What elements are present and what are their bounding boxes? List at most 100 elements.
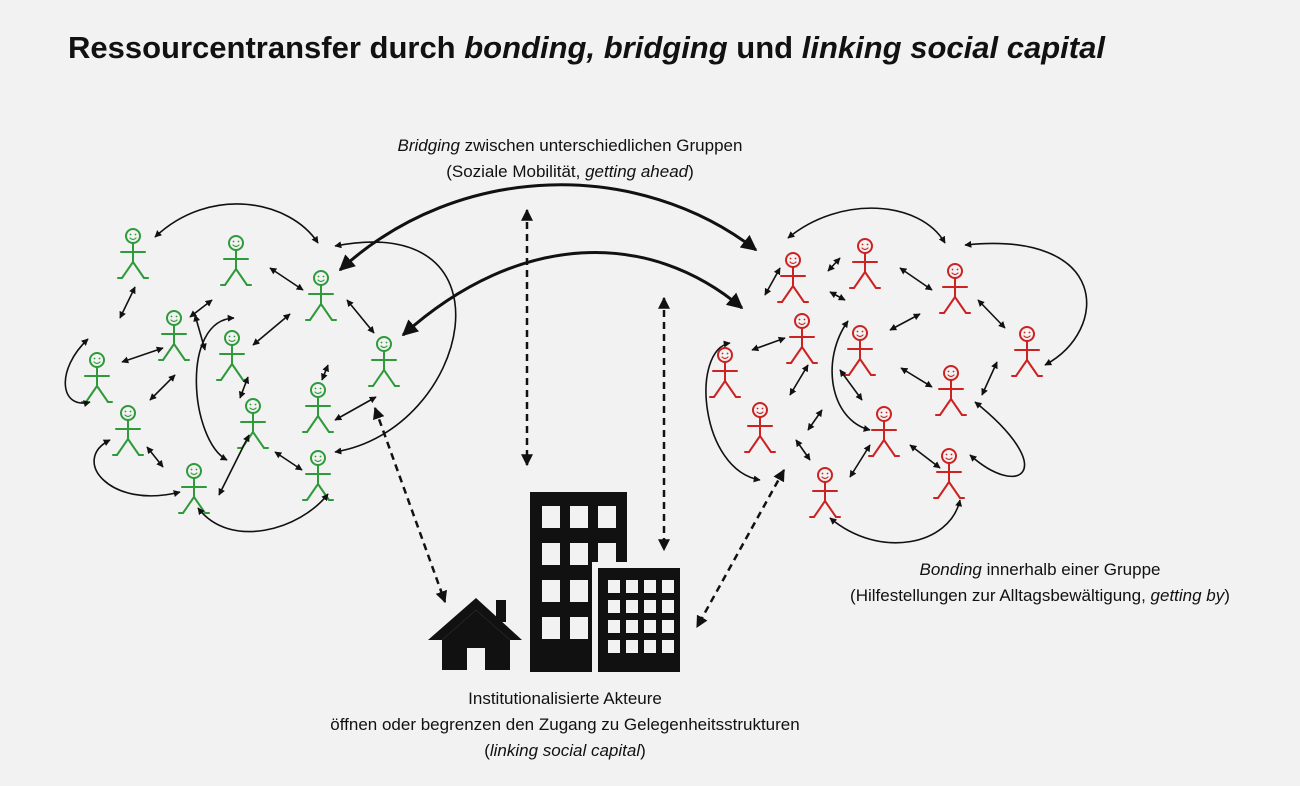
bonding-arrow (829, 499, 963, 544)
bonding-arrow (218, 434, 250, 496)
bonding-arrow (849, 444, 871, 478)
bonding-arrow (321, 364, 329, 381)
person-icon (844, 325, 876, 376)
bridging-arrow-middle (401, 251, 744, 337)
bonding-arrow (274, 451, 303, 471)
bridging-label-sub-italic: getting ahead (585, 162, 689, 181)
bonding-arrow (119, 286, 136, 319)
linking-label-paren-close: ) (640, 741, 646, 760)
bonding-arrow (977, 299, 1006, 329)
bridging-label-text: zwischen unterschiedlichen Gruppen (459, 136, 743, 155)
bonding-arrow (969, 401, 1026, 478)
title-bonding: bonding (464, 30, 587, 65)
person-icon (81, 352, 113, 403)
person-icon (786, 313, 818, 364)
bonding-arrow (154, 203, 319, 244)
bonding-arrow (900, 367, 933, 388)
person-icon (117, 228, 149, 279)
title-und: und (727, 30, 802, 65)
bonding-arrow (831, 320, 871, 432)
person-icon (158, 310, 190, 361)
person-icon (935, 365, 967, 416)
linking-label: Institutionalisierte Akteure öffnen oder… (200, 686, 930, 764)
bridging-arrows (338, 183, 758, 337)
title-bridging: bridging (603, 30, 728, 65)
bonding-label: Bonding innerhalb einer Gruppe (Hilfeste… (780, 557, 1300, 609)
title-linking: linking social capital (801, 30, 1105, 65)
person-icon (1011, 326, 1043, 377)
bonding-arrow (889, 313, 921, 331)
red-bonding-links (705, 207, 1088, 544)
person-icon (305, 270, 337, 321)
bonding-arrow (964, 240, 1088, 366)
bonding-arrow (189, 299, 213, 318)
bonding-arrow (705, 340, 761, 483)
bridging-arrow-top (338, 183, 758, 272)
bonding-arrow (193, 314, 207, 351)
green-group (81, 228, 400, 514)
bonding-arrow (238, 376, 250, 399)
linking-arrow-left (373, 406, 447, 604)
green-bonding-links (64, 203, 457, 533)
bonding-label-text: innerhalb einer Gruppe (981, 560, 1161, 579)
linking-label-line1: Institutionalisierte Akteure (468, 689, 662, 708)
person-icon (220, 235, 252, 286)
bonding-arrow (764, 267, 781, 296)
bridging-label: Bridging zwischen unterschiedlichen Grup… (330, 133, 810, 185)
house-icon (428, 598, 522, 670)
person-icon (777, 252, 809, 303)
bridging-label-italic: Bridging (397, 136, 460, 155)
bonding-arrow (64, 338, 91, 407)
person-icon (868, 406, 900, 457)
bonding-arrow (121, 346, 164, 364)
linking-label-line2: öffnen oder begrenzen den Zugang zu Gele… (330, 715, 800, 734)
bonding-arrow (981, 361, 998, 396)
linking-label-paren-open: ( (484, 741, 490, 760)
bonding-arrow (334, 241, 457, 455)
title-text: Ressourcentransfer durch (68, 30, 465, 65)
title-comma: , (586, 30, 604, 65)
person-icon (112, 405, 144, 456)
office-building-small-icon (592, 562, 685, 674)
bonding-arrow (789, 364, 809, 396)
person-icon (939, 263, 971, 314)
bonding-arrow (197, 493, 329, 533)
bonding-arrow (807, 409, 823, 431)
bonding-arrow (795, 439, 811, 461)
bonding-arrow (252, 313, 291, 346)
bonding-label-sub-italic: getting by (1150, 586, 1225, 605)
person-icon (744, 402, 776, 453)
bonding-arrow (146, 446, 164, 468)
red-group (709, 238, 1043, 518)
person-icon (178, 463, 210, 514)
bonding-label-sub-suffix: ) (1224, 586, 1230, 605)
person-icon (302, 450, 334, 501)
bonding-arrow (149, 374, 176, 401)
bonding-arrow (346, 299, 375, 334)
linking-arrow-right (695, 468, 786, 629)
bonding-arrow (899, 267, 933, 291)
bonding-arrow (829, 291, 846, 301)
bonding-arrow (827, 257, 841, 272)
person-icon (849, 238, 881, 289)
linking-label-italic: linking social capital (489, 741, 641, 760)
person-icon (302, 382, 334, 433)
bonding-arrow (787, 207, 946, 244)
person-icon (237, 398, 269, 449)
bonding-label-italic: Bonding (919, 560, 982, 579)
bonding-arrow (269, 267, 304, 291)
person-icon (216, 330, 248, 381)
bridging-label-sub-suffix: ) (688, 162, 694, 181)
bonding-label-sub-prefix: (Hilfestellungen zur Alltagsbewältigung, (850, 586, 1151, 605)
bonding-arrow (93, 439, 181, 497)
bonding-arrow (751, 336, 786, 352)
bonding-arrow (195, 314, 235, 461)
bonding-arrow (334, 396, 377, 421)
bonding-arrow (909, 444, 941, 469)
person-icon (368, 336, 400, 387)
linking-arrows (373, 208, 786, 629)
person-icon (933, 448, 965, 499)
person-icon (809, 467, 841, 518)
diagram-title: Ressourcentransfer durch bonding, bridgi… (68, 30, 1268, 66)
